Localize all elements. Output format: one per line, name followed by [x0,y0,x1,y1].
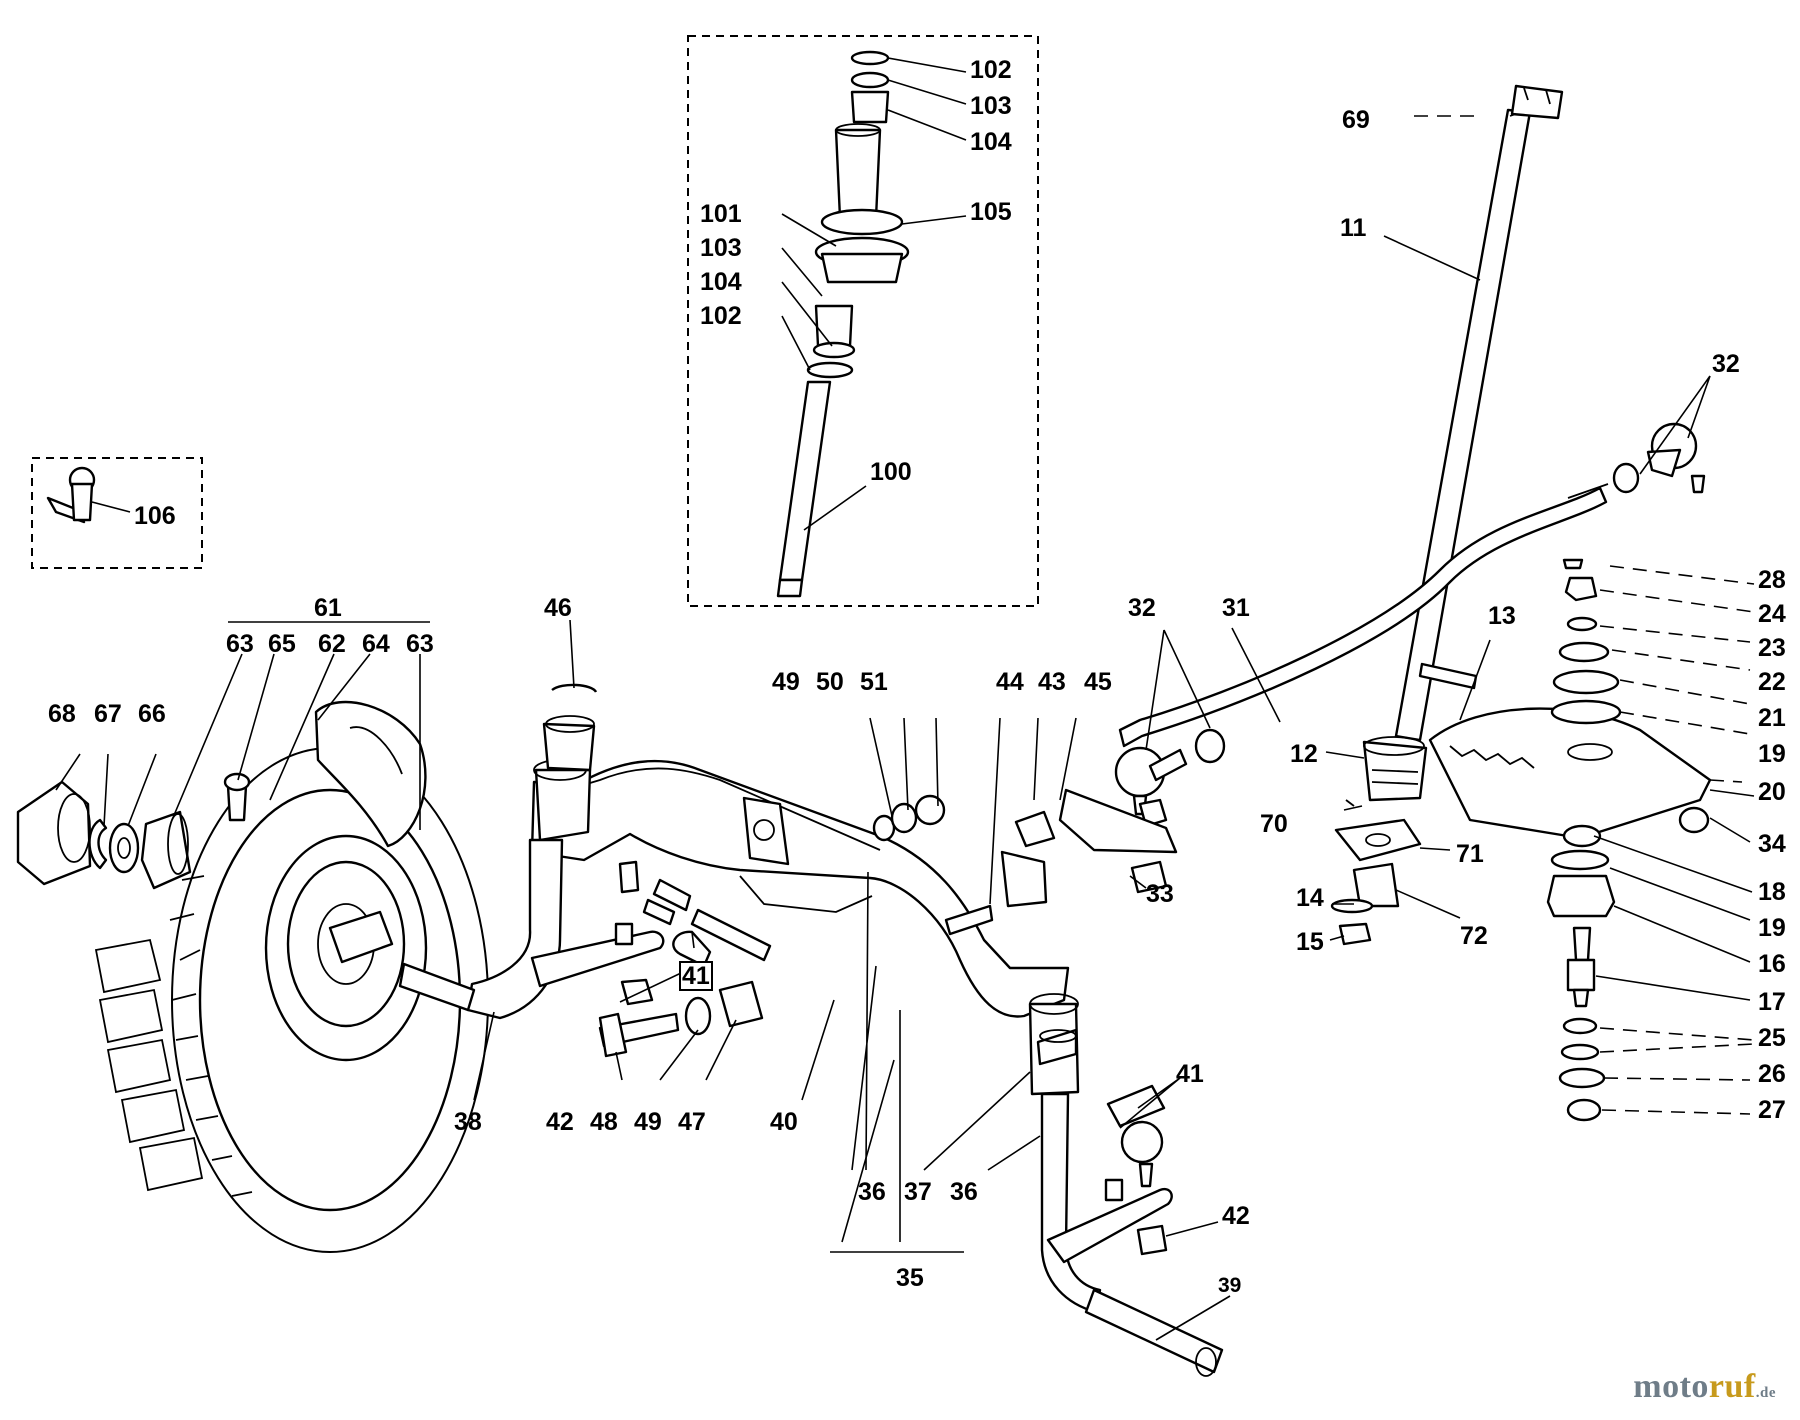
callout-27: 27 [1758,1096,1786,1124]
callout-67: 67 [94,700,122,728]
sector-gear [1428,707,1712,840]
valve-icon [46,466,96,524]
callout-18: 18 [1758,878,1786,906]
callout-11: 11 [1340,214,1367,242]
callout-64: 64 [362,630,390,658]
callout-37: 37 [904,1178,932,1206]
callout-32: 32 [1712,350,1740,378]
logo-part-tld: .de [1755,1385,1776,1401]
steering-column-shaft [776,50,910,598]
callout-47: 47 [678,1108,706,1136]
callout-34: 34 [1758,830,1786,858]
callout-102: 102 [700,302,742,330]
callout-31: 31 [1222,594,1250,622]
callout-33: 33 [1146,880,1174,908]
steering-shaft [1394,84,1564,742]
callout-19: 19 [1758,914,1786,942]
steering-column-kit-box [687,35,1039,607]
callout-28: 28 [1758,566,1786,594]
pinion-assembly [1330,736,1428,946]
tie-rod [1114,422,1706,816]
callout-105: 105 [970,198,1012,226]
callout-72: 72 [1460,922,1488,950]
callout-14: 14 [1296,884,1324,912]
callout-100: 100 [870,458,912,486]
callout-box [679,961,713,991]
callout-44: 44 [996,668,1024,696]
callout-20: 20 [1758,778,1786,806]
callout-104: 104 [970,128,1012,156]
callout-45: 45 [1084,668,1112,696]
callout-13: 13 [1488,602,1516,630]
callout-17: 17 [1758,988,1786,1016]
wheel-hub-parts [16,780,192,890]
callout-12: 12 [1290,740,1318,768]
callout-16: 16 [1758,950,1786,978]
callout-36: 36 [950,1178,978,1206]
callout-71: 71 [1456,840,1484,868]
callout-23: 23 [1758,634,1786,662]
callout-38: 38 [454,1108,482,1136]
callout-26: 26 [1758,1060,1786,1088]
front-wheel [94,700,489,1253]
callout-24: 24 [1758,600,1786,628]
callout-40: 40 [770,1108,798,1136]
callout-41: 41 [1176,1060,1204,1088]
callout-labels: 102 103 104 105 101 103 104 102 100 69 1… [48,56,1786,1297]
callout-48: 48 [590,1108,618,1136]
gear-hardware-stack [1546,558,1710,1122]
callout-25: 25 [1758,1024,1786,1052]
callout-43: 43 [1038,668,1066,696]
left-spindle [398,838,665,1020]
callout-63: 63 [406,630,434,658]
callout-103: 103 [700,234,742,262]
callout-41: 41 [682,962,710,990]
callout-15: 15 [1296,928,1324,956]
callout-102: 102 [970,56,1012,84]
callout-101: 101 [700,200,742,228]
callout-69: 69 [1342,106,1370,134]
callout-46: 46 [544,594,572,622]
callout-42: 42 [546,1108,574,1136]
callout-21: 21 [1758,704,1786,732]
callout-22: 22 [1758,668,1786,696]
callout-68: 68 [48,700,76,728]
callout-19: 19 [1758,740,1786,768]
callout-50: 50 [816,668,844,696]
leader-lines [55,57,1755,1341]
callout-51: 51 [860,668,888,696]
callout-65: 65 [268,630,296,658]
callout-62: 62 [318,630,346,658]
callout-35: 35 [896,1264,924,1292]
logo-part-ruf: ruf [1708,1368,1756,1405]
callout-36: 36 [858,1178,886,1206]
callout-39: 39 [1218,1274,1241,1297]
callout-42: 42 [1222,1202,1250,1230]
callout-70: 70 [1260,810,1288,838]
callout-63: 63 [226,630,254,658]
valve-kit-box [31,457,203,569]
callout-106: 106 [134,502,176,530]
right-spindle [1040,1084,1224,1377]
callout-66: 66 [138,700,166,728]
callout-49: 49 [634,1108,662,1136]
callout-104: 104 [700,268,742,296]
callout-61: 61 [314,594,342,622]
callout-49: 49 [772,668,800,696]
axle-hardware [542,683,1178,1256]
callout-32: 32 [1128,594,1156,622]
callout-103: 103 [970,92,1012,120]
motoruf-logo: motoruf.de [1633,1368,1776,1406]
logo-part-moto: moto [1633,1368,1709,1405]
